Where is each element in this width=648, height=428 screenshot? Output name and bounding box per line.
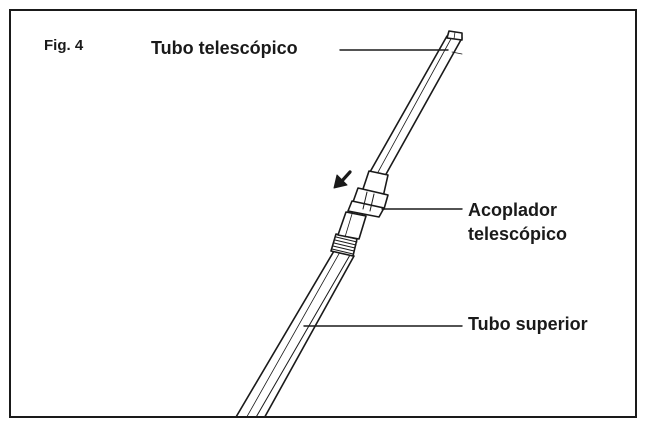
label-coupler-line1: Acoplador [468, 200, 558, 220]
coupler-neck [337, 211, 367, 240]
telescopic-coupler [347, 170, 389, 218]
label-coupler-line2: telescópico [468, 224, 568, 244]
label-telescopic-coupler: Acoplador telescópico [468, 198, 567, 246]
label-upper-tube: Tubo superior [468, 314, 588, 334]
direction-arrow-icon [333, 170, 352, 189]
label-telescopic-tube: Tubo telescópico [151, 38, 298, 58]
upper-tube-body [235, 250, 355, 416]
figure-number: Fig. 4 [44, 37, 84, 54]
telescopic-tube-body [369, 30, 463, 177]
figure-frame [9, 9, 637, 418]
